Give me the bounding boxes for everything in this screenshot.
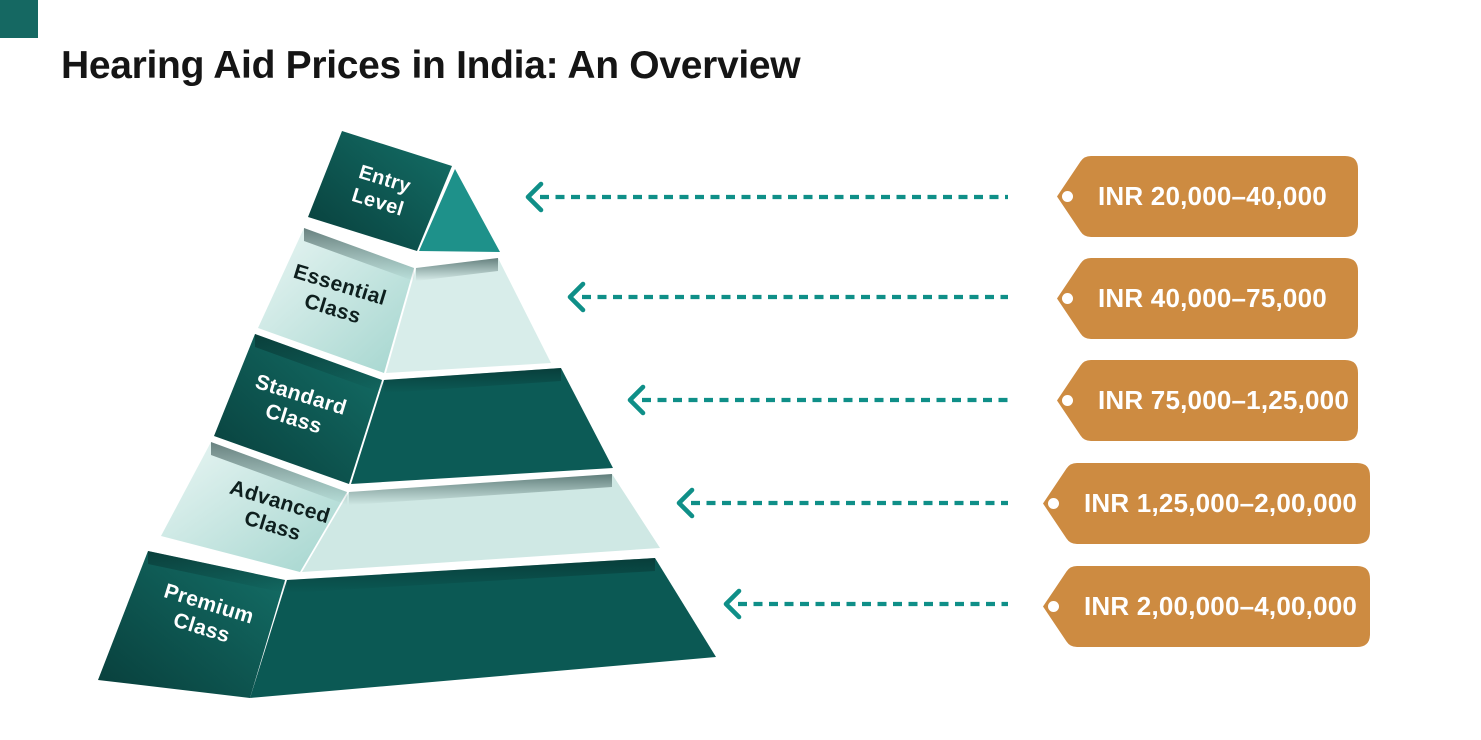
price-range-advanced-class: INR 1,25,000–2,00,000 — [1084, 488, 1358, 518]
corner-accent-square — [0, 0, 38, 38]
tag-hole-dot — [1048, 498, 1059, 509]
price-tag-advanced-class: INR 1,25,000–2,00,000 — [1042, 461, 1372, 546]
tier5-left-face — [98, 551, 285, 698]
tier2-front-face — [386, 258, 551, 373]
price-range-essential-class: INR 40,000–75,000 — [1098, 283, 1327, 313]
tier3-left-shadow — [255, 334, 382, 393]
arrow-head-chevron-icon — [676, 487, 695, 519]
tier1-left-face — [308, 131, 452, 251]
price-range-entry-level: INR 20,000–40,000 — [1098, 181, 1327, 211]
arrow-advanced-class — [676, 487, 1008, 519]
tag-hole-dot — [1062, 191, 1073, 202]
tag-shape — [1057, 360, 1358, 441]
tag-hole-dot — [1048, 601, 1059, 612]
arrow-head-chevron-icon — [723, 588, 742, 620]
tier2-left-shadow — [304, 228, 414, 281]
tag-shape — [1057, 258, 1358, 339]
tier3-front-face — [351, 368, 613, 484]
arrow-premium-class — [723, 588, 1008, 620]
tier4-front-shadow — [349, 474, 612, 505]
tier1-front-face — [419, 169, 500, 252]
tier4-left-shadow — [211, 442, 347, 505]
tag-shape — [1057, 156, 1358, 237]
tier4-left-face — [161, 442, 347, 572]
arrow-entry-level — [525, 181, 1008, 213]
tag-shape — [1043, 463, 1370, 544]
price-tag-entry-level: INR 20,000–40,000 — [1056, 154, 1360, 239]
tier2-front-shadow — [416, 258, 498, 281]
tier3-front-shadow — [384, 368, 561, 393]
arrow-head-chevron-icon — [627, 384, 646, 416]
tier5-front-face — [250, 558, 716, 698]
arrow-head-chevron-icon — [567, 281, 586, 313]
price-tag-premium-class: INR 2,00,000–4,00,000 — [1042, 564, 1372, 649]
price-tag-essential-class: INR 40,000–75,000 — [1056, 256, 1360, 341]
tag-shape — [1043, 566, 1370, 647]
arrow-standard-class — [627, 384, 1008, 416]
tag-hole-dot — [1062, 395, 1073, 406]
tag-hole-dot — [1062, 293, 1073, 304]
page-title: Hearing Aid Prices in India: An Overview — [61, 44, 801, 87]
arrow-essential-class — [567, 281, 1008, 313]
tier5-left-shadow — [148, 551, 285, 593]
tier5-front-shadow — [287, 558, 655, 593]
arrow-head-chevron-icon — [525, 181, 544, 213]
price-tag-standard-class: INR 75,000–1,25,000 — [1056, 358, 1360, 443]
price-range-standard-class: INR 75,000–1,25,000 — [1098, 385, 1349, 415]
price-range-premium-class: INR 2,00,000–4,00,000 — [1084, 591, 1358, 621]
